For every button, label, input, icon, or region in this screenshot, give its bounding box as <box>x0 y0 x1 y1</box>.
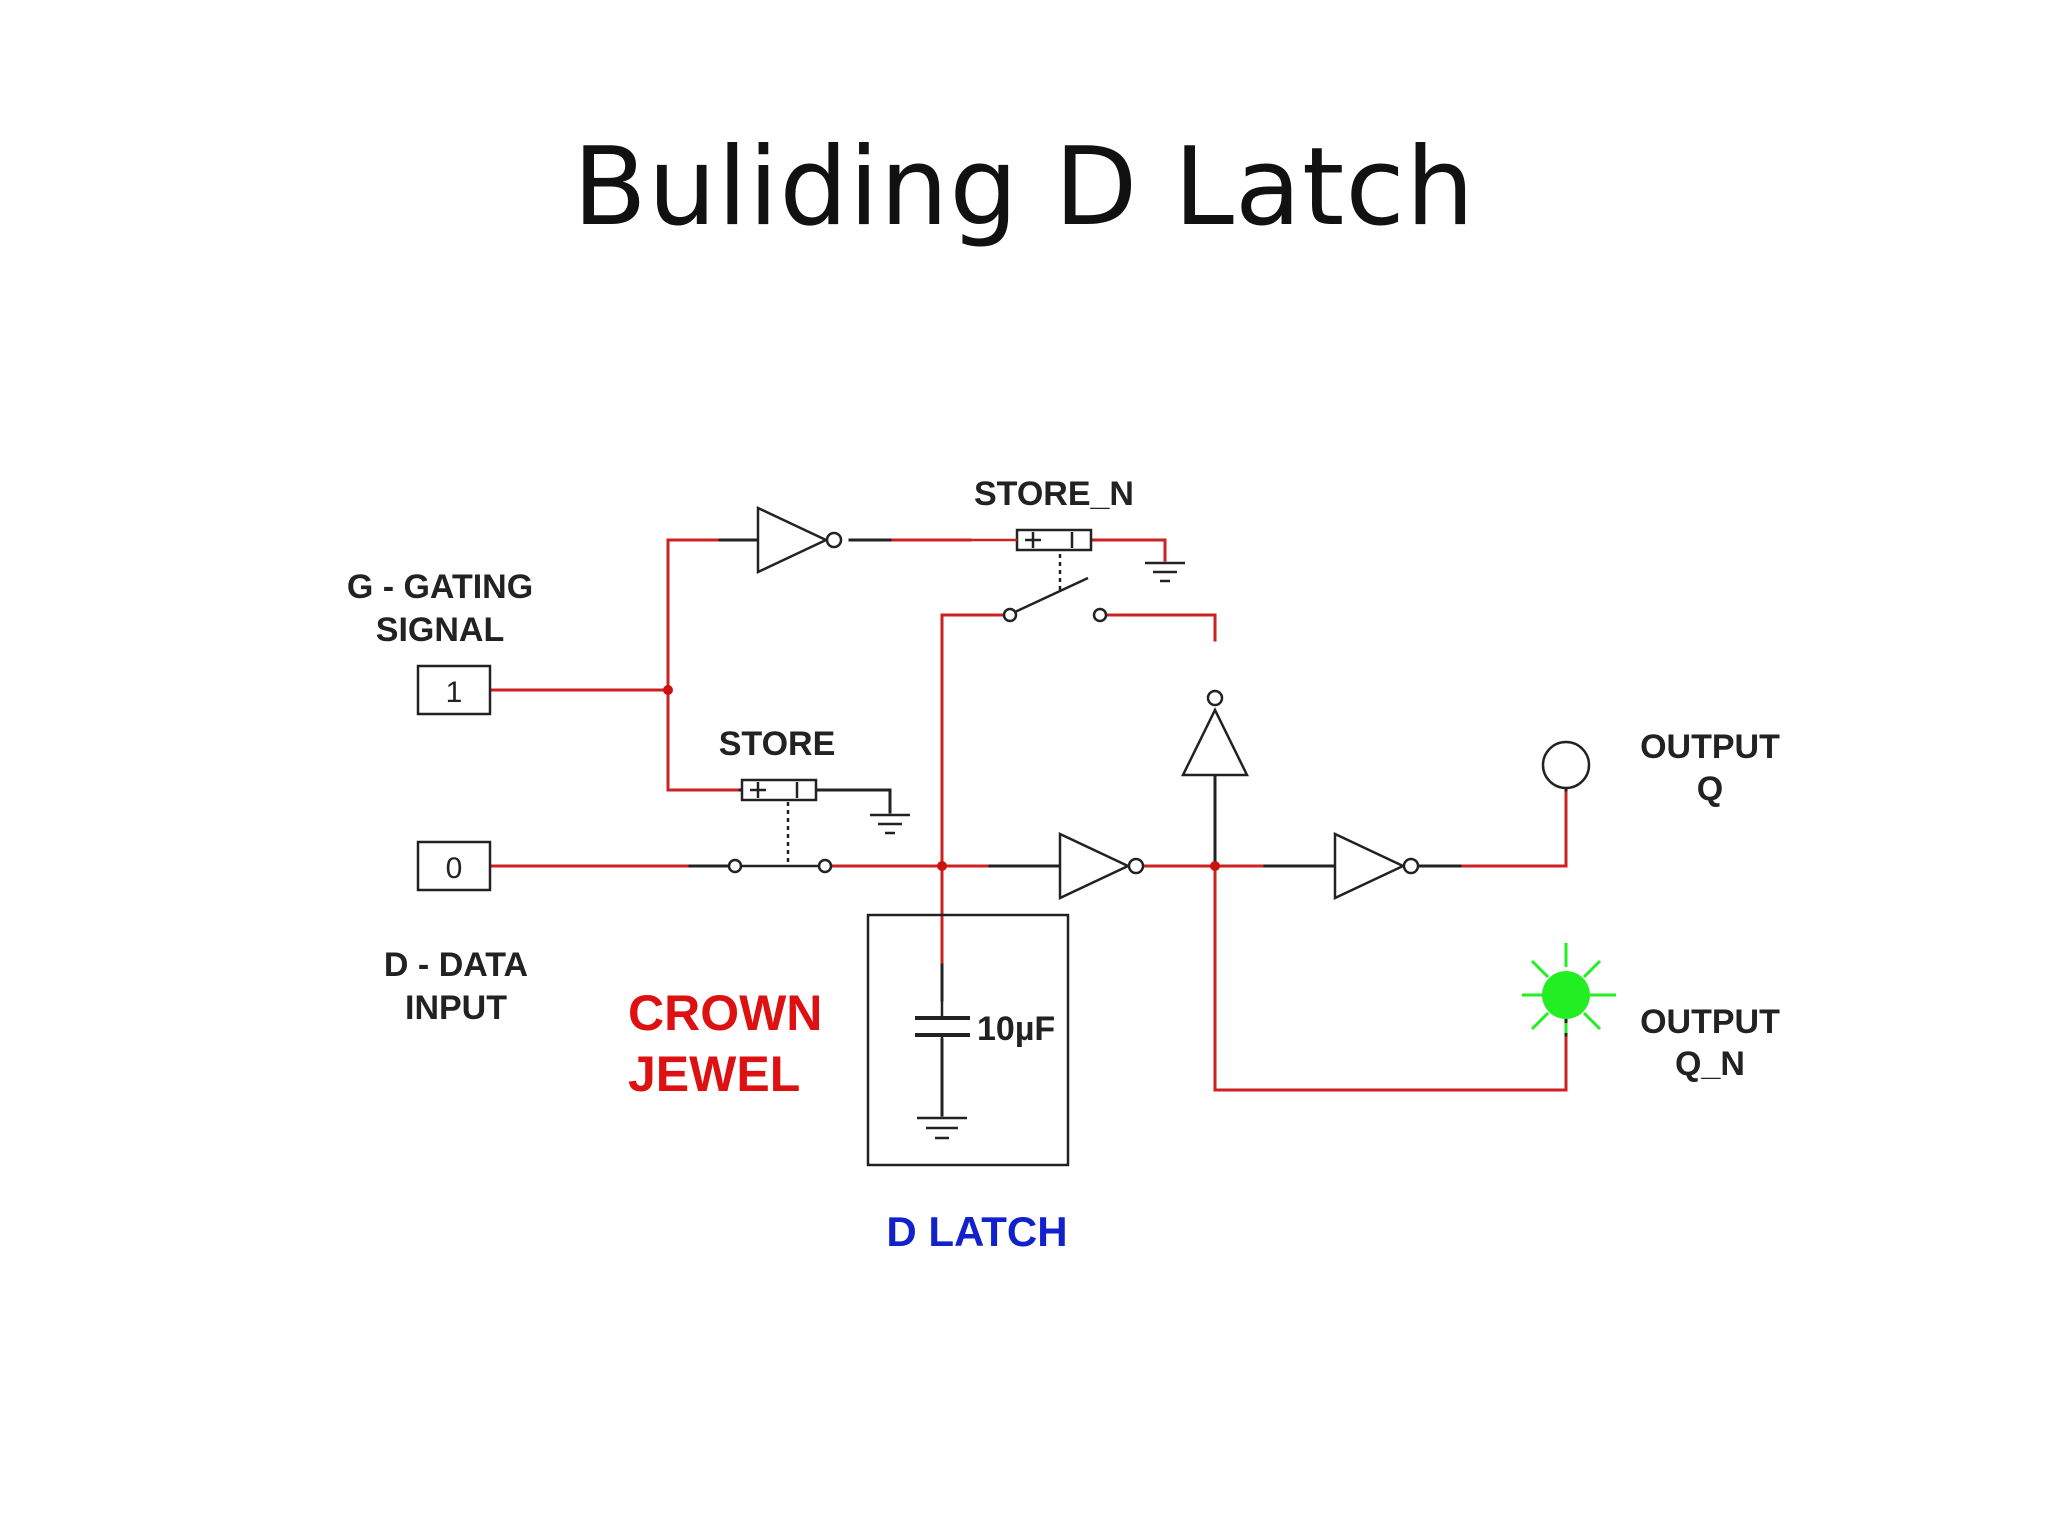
capacitor-label: 10µF <box>977 1010 1055 1048</box>
feedback-switch <box>1002 554 1108 623</box>
wire-output-q <box>1458 788 1568 868</box>
active-wires <box>488 538 1568 1092</box>
wire-store-n-ground <box>1088 538 1167 562</box>
crown-jewel-line1: CROWN <box>628 985 822 1041</box>
slide-title: Buliding D Latch <box>572 125 1476 250</box>
output-q-label-line2: Q <box>1697 770 1723 808</box>
svg-text:1: 1 <box>446 676 463 709</box>
crown-jewel-line2: JEWEL <box>628 1046 800 1102</box>
data-label-line1: D - DATA <box>384 946 528 984</box>
wire-feedback-loop <box>1103 613 1217 642</box>
d-latch-box: 10µF <box>866 913 1070 1167</box>
data-label-line2: INPUT <box>405 989 507 1027</box>
store-switch <box>727 802 833 874</box>
data-input-box[interactable]: 0 <box>416 840 492 892</box>
junctions <box>663 685 1220 871</box>
middle-inverter <box>1058 832 1145 900</box>
wire-capacitor-node <box>940 613 1007 967</box>
gating-label-line1: G - GATING <box>347 568 533 606</box>
ground-capacitor <box>917 1116 967 1140</box>
output-qn-led <box>1522 943 1616 1033</box>
output-q-label-line1: OUTPUT <box>1640 728 1780 766</box>
upper-inverter <box>756 506 843 574</box>
svg-text:0: 0 <box>446 852 463 885</box>
output-q-led <box>1541 740 1591 790</box>
feedback-inverter <box>1180 689 1250 777</box>
output-inverter <box>1333 832 1420 900</box>
store-n-relay-coil <box>970 528 1093 552</box>
gating-input-box[interactable]: 1 <box>416 664 492 716</box>
output-qn-label-line2: Q_N <box>1675 1045 1745 1083</box>
store-n-label: STORE_N <box>974 475 1134 513</box>
gating-label-line2: SIGNAL <box>376 611 504 649</box>
output-qn-label-line1: OUTPUT <box>1640 1003 1780 1041</box>
store-label: STORE <box>719 725 836 763</box>
wire-to-qn <box>1213 864 1568 1092</box>
ground-store <box>870 813 910 835</box>
d-latch-label: D LATCH <box>886 1208 1067 1255</box>
store-relay-coil <box>740 778 818 802</box>
ground-store-n <box>1145 561 1185 583</box>
